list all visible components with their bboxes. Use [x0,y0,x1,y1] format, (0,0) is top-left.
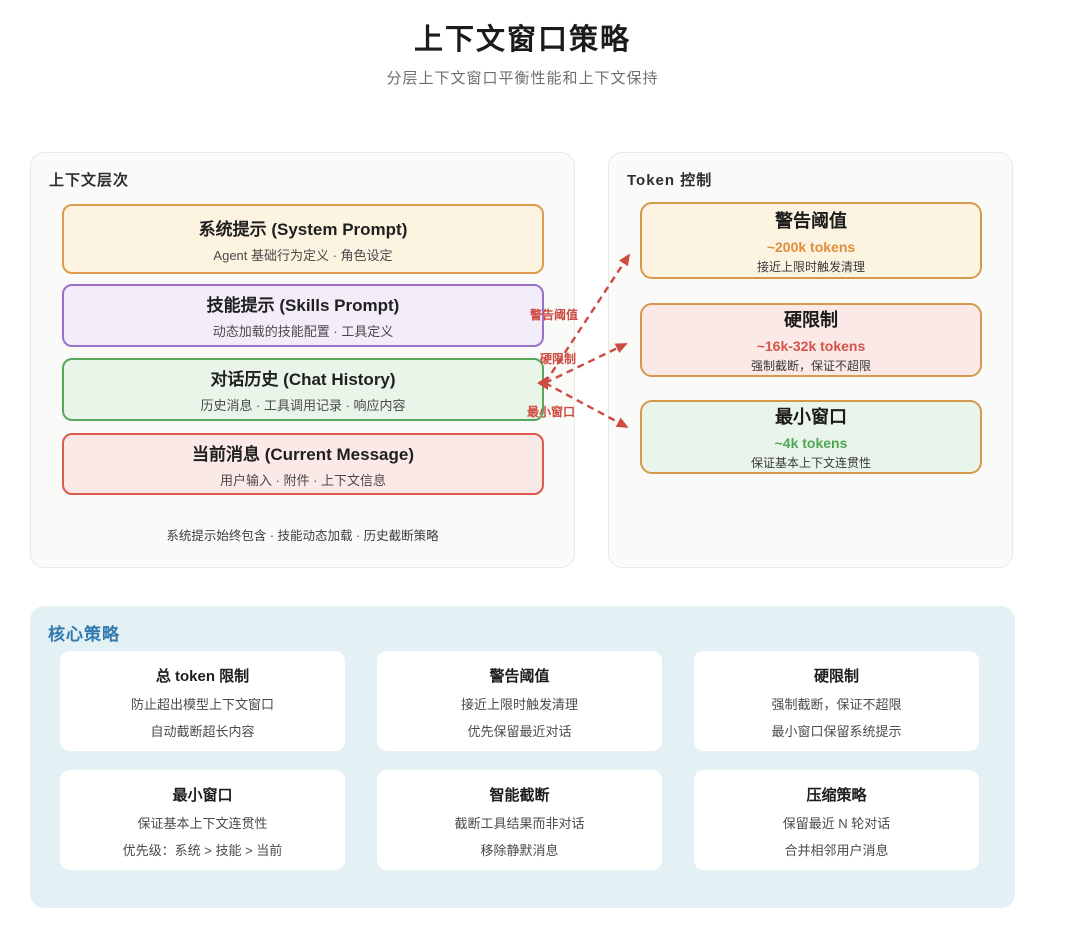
token-control-heading: Token 控制 [627,172,713,189]
arrow-label-hard-limit: 硬限制 [540,352,577,366]
strategy-card-min-window: 最小窗口 保证基本上下文连贯性 优先级：系统 > 技能 > 当前 [60,770,345,870]
token-box-min-window: 最小窗口 ~4k tokens 保证基本上下文连贯性 [640,400,982,474]
token-title: 警告阈值 [775,210,847,231]
layer-subtitle: 动态加载的技能配置 · 工具定义 [212,324,394,339]
token-title: 最小窗口 [775,407,847,427]
card-title: 智能截断 [489,787,550,804]
token-value: ~16k-32k tokens [756,338,866,354]
card-title: 总 token 限制 [155,668,250,685]
card-line-2: 优先保留最近对话 [467,724,572,739]
card-line-1: 保证基本上下文连贯性 [137,816,268,831]
layer-box-system-prompt: 系统提示 (System Prompt) Agent 基础行为定义 · 角色设定 [62,204,544,274]
layer-title: 对话历史 (Chat History) [210,370,396,389]
page-subtitle: 分层上下文窗口平衡性能和上下文保持 [386,70,659,87]
token-title: 硬限制 [784,310,838,330]
context-layers-panel: 上下文层次 系统提示 (System Prompt) Agent 基础行为定义 … [30,152,575,568]
card-title: 压缩策略 [806,787,867,804]
layer-title: 当前消息 (Current Message) [192,444,414,464]
card-line-1: 接近上限时触发清理 [460,697,578,712]
layer-subtitle: Agent 基础行为定义 · 角色设定 [213,247,393,263]
token-box-hard-limit: 硬限制 ~16k-32k tokens 强制截断，保证不超限 [640,303,982,377]
layer-subtitle: 历史消息 · 工具调用记录 · 响应内容 [200,398,406,413]
flow-arrows [537,253,631,429]
core-strategy-heading: 核心策略 [48,625,120,644]
card-line-1: 保留最近 N 轮对话 [782,816,891,831]
token-desc: 强制截断，保证不超限 [750,359,871,373]
arrow-label-min-window: 最小窗口 [527,405,576,419]
strategy-card-total-token-limit: 总 token 限制 防止超出模型上下文窗口 自动截断超长内容 [60,651,345,751]
card-line-2: 合并相邻用户消息 [784,843,889,858]
card-line-2: 自动截断超长内容 [150,724,255,739]
token-control-panel: Token 控制 警告阈值 ~200k tokens 接近上限时触发清理 硬限制… [608,152,1013,568]
strategy-card-compression: 压缩策略 保留最近 N 轮对话 合并相邻用户消息 [694,770,979,870]
card-line-1: 强制截断，保证不超限 [771,697,902,712]
layer-title: 系统提示 (System Prompt) [198,219,408,239]
page-title: 上下文窗口策略 [413,24,631,56]
card-title: 硬限制 [813,668,859,685]
layer-subtitle: 用户输入 · 附件 · 上下文信息 [219,472,387,488]
token-box-warning-threshold: 警告阈值 ~200k tokens 接近上限时触发清理 [640,202,982,279]
card-line-1: 防止超出模型上下文窗口 [130,697,274,712]
card-line-2: 移除静默消息 [480,843,559,858]
strategy-card-smart-truncation: 智能截断 截断工具结果而非对话 移除静默消息 [377,770,662,870]
card-title: 警告阈值 [489,668,550,685]
token-value: ~200k tokens [766,238,856,255]
card-line-2: 最小窗口保留系统提示 [771,724,902,739]
card-line-2: 优先级：系统 > 技能 > 当前 [122,843,283,858]
card-line-1: 截断工具结果而非对话 [454,816,585,831]
strategy-card-hard-limit: 硬限制 强制截断，保证不超限 最小窗口保留系统提示 [694,651,979,751]
token-value: ~4k tokens [774,435,848,451]
layer-box-skills-prompt: 技能提示 (Skills Prompt) 动态加载的技能配置 · 工具定义 [62,284,544,347]
layer-box-current-message: 当前消息 (Current Message) 用户输入 · 附件 · 上下文信息 [62,433,544,495]
context-layers-heading: 上下文层次 [49,172,130,189]
token-desc: 保证基本上下文连贯性 [750,456,871,470]
arrow-label-warning-threshold: 警告阈值 [530,308,579,322]
layer-title: 技能提示 (Skills Prompt) [206,296,400,315]
strategy-card-warning-threshold: 警告阈值 接近上限时触发清理 优先保留最近对话 [377,651,662,751]
card-title: 最小窗口 [172,787,233,804]
core-strategy-panel: 核心策略 总 token 限制 防止超出模型上下文窗口 自动截断超长内容 警告阈… [30,606,1015,908]
layer-box-chat-history: 对话历史 (Chat History) 历史消息 · 工具调用记录 · 响应内容 [62,358,544,421]
token-desc: 接近上限时触发清理 [756,259,865,274]
context-footnote: 系统提示始终包含 · 技能动态加载 · 历史截断策略 [166,529,439,543]
